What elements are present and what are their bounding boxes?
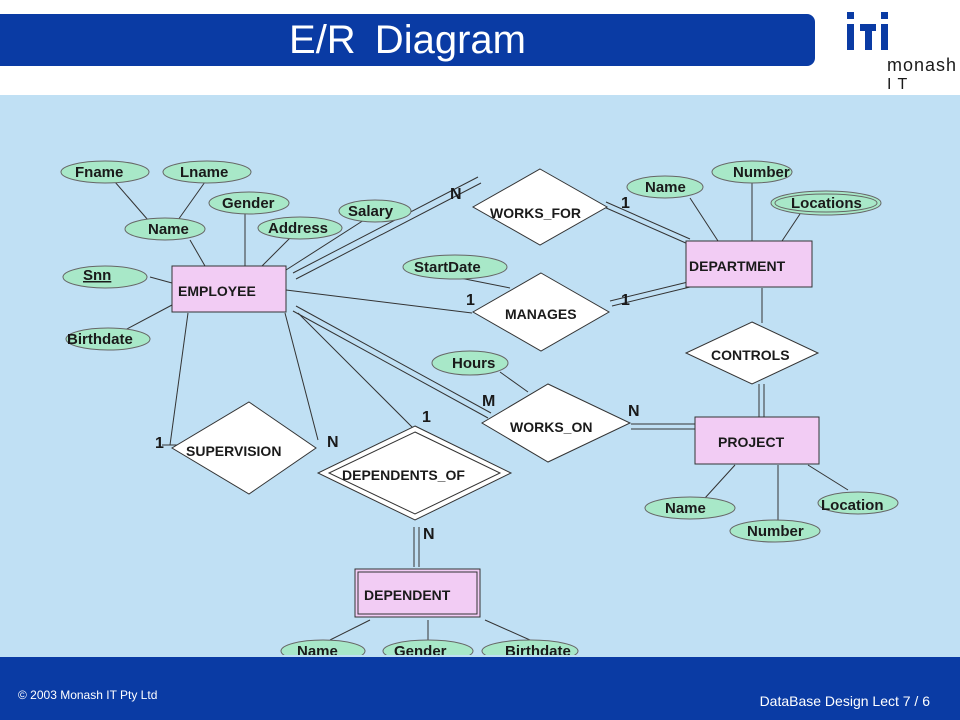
cardinality-supervision-supervisor: 1 [155,435,164,452]
cardinality-manages-department: 1 [621,292,630,309]
cardinality-supervision-supervisee: N [327,434,339,451]
attribute-gender-label: Gender [222,195,275,212]
entity-project: PROJECT [694,416,820,465]
attribute-dependent-birthdate-label: Birthdate [505,643,571,655]
relationship-dependents-of-label: DEPENDENTS_OF [342,467,465,483]
entity-dependent-label: DEPENDENT [364,587,451,603]
attribute-project-number-label: Number [747,523,804,540]
slide-footer [0,657,960,720]
cardinality-dependents-of-dependent: N [423,526,435,543]
attribute-employee-name-label: Name [148,221,189,238]
attribute-birthdate-label: Birthdate [67,331,133,348]
attribute-gender: Gender [208,191,290,215]
attribute-department-name-label: Name [645,179,686,196]
attribute-dependent-gender: Gender [382,639,474,655]
cardinality-manages-employee: 1 [466,292,475,309]
entity-project-label: PROJECT [718,434,785,450]
er-diagram: .ln { stroke:#333; stroke-width:1; fill:… [60,160,899,655]
logo-text-it: IT [887,76,914,93]
relationship-manages: MANAGES [471,272,611,352]
entity-employee: EMPLOYEE [171,265,287,313]
relationship-manages-label: MANAGES [505,306,577,322]
attribute-birthdate: Birthdate [65,327,151,351]
relationship-supervision-label: SUPERVISION [186,443,281,459]
cardinality-works-on-employee: M [482,393,495,410]
attribute-start-date-label: StartDate [414,259,481,276]
relationship-controls-label: CONTROLS [711,347,790,363]
connectors [109,181,849,641]
copyright-text: © 2003 Monash IT Pty Ltd [18,688,158,702]
attribute-hours: Hours [431,350,509,376]
attribute-locations-label: Locations [791,195,862,212]
attribute-start-date: StartDate [402,254,508,280]
monash-it-logo [847,12,888,50]
attribute-department-name: Name [626,175,704,199]
relationship-works-on: WORKS_ON [481,383,632,463]
entity-employee-label: EMPLOYEE [178,283,256,299]
attribute-salary-label: Salary [348,203,394,220]
cardinality-labels: N 1 1 1 M N 1 N 1 N [155,186,640,543]
cardinality-works-on-project: N [628,403,640,420]
relationship-works-for-label: WORKS_FOR [490,205,581,221]
attribute-department-number: Number [711,160,793,184]
attribute-locations: Locations [770,190,882,216]
total-participation-lines [292,176,765,567]
entity-dependent: DEPENDENT [354,568,481,618]
attribute-hours-label: Hours [452,355,495,372]
relationship-dependents-of: DEPENDENTS_OF [316,425,513,521]
attribute-employee-name: Name [124,217,206,241]
cardinality-works-for-employee: N [450,186,462,203]
relationship-works-on-label: WORKS_ON [510,419,592,435]
slide-reference: DataBase Design Lect 7 / 6 [759,693,930,709]
attribute-project-name-label: Name [665,500,706,517]
attribute-dependent-name-label: Name [297,643,338,655]
attribute-dependent-birthdate: Birthdate [481,639,579,655]
attribute-project-name: Name [644,496,736,520]
attribute-address-label: Address [268,220,328,237]
attribute-department-number-label: Number [733,164,790,181]
title-bar [0,14,815,66]
entity-department-label: DEPARTMENT [689,258,786,274]
cardinality-dependents-of-employee: 1 [422,409,431,426]
attribute-dependent-name: Name [280,639,366,655]
attribute-snn: Snn [62,265,148,289]
cardinality-works-for-department: 1 [621,195,630,212]
attribute-snn-label: Snn [83,267,111,284]
attribute-salary: Salary [338,199,412,223]
attribute-lname: Lname [162,160,252,184]
logo-text-monash: monash [887,55,958,75]
attribute-location: Location [817,491,899,515]
attribute-location-label: Location [821,497,884,514]
attribute-address: Address [257,216,343,240]
slide-title: E/R Diagram [289,18,526,62]
attribute-fname: Fname [60,160,150,184]
attribute-fname-label: Fname [75,164,123,181]
entity-department: DEPARTMENT [685,240,813,288]
attribute-dependent-gender-label: Gender [394,643,447,655]
attribute-project-number: Number [729,519,821,543]
relationship-controls: CONTROLS [684,321,820,385]
relationship-supervision: SUPERVISION [171,401,317,495]
attribute-lname-label: Lname [180,164,228,181]
relationship-works-for: WORKS_FOR [471,168,609,246]
